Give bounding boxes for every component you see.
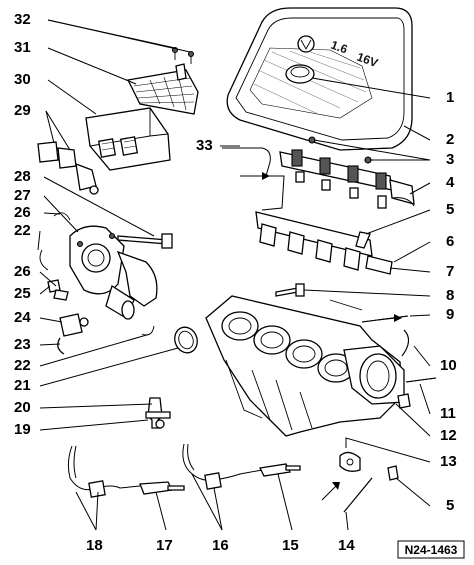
callout-25: 25 xyxy=(14,285,31,302)
callout-33: 33 xyxy=(196,137,213,154)
wiring-connectors xyxy=(37,141,99,195)
callout-18: 18 xyxy=(86,537,103,554)
bolt-5-pipe xyxy=(387,465,399,481)
callout-27: 27 xyxy=(14,187,31,204)
callout-4: 4 xyxy=(446,174,455,191)
callout-29: 29 xyxy=(14,102,31,119)
bolt-28 xyxy=(117,233,173,249)
fuel-rail-assembly xyxy=(222,147,415,275)
callout-24: 24 xyxy=(14,309,31,326)
callout-6: 6 xyxy=(446,233,454,250)
temperature-sensor xyxy=(145,397,171,429)
callout-3: 3 xyxy=(446,151,454,168)
callout-30: 30 xyxy=(14,71,31,88)
callout-22-upper: 22 xyxy=(14,222,31,239)
callout-9: 9 xyxy=(446,306,454,323)
callout-2: 2 xyxy=(446,131,454,148)
callout-14: 14 xyxy=(338,537,355,554)
pipe-14 xyxy=(339,451,373,513)
callout-26-lower: 26 xyxy=(14,263,31,280)
callout-17: 17 xyxy=(156,537,173,554)
leader-lines xyxy=(37,19,431,531)
bolt-8 xyxy=(275,283,305,297)
callout-10: 10 xyxy=(440,357,457,374)
callout-1: 1 xyxy=(446,89,454,106)
reference-code-box: N24-1463 xyxy=(397,540,465,559)
o-ring-21 xyxy=(174,326,198,354)
callout-13: 13 xyxy=(440,453,457,470)
callout-5-lower: 5 xyxy=(446,497,454,514)
gasket-rings xyxy=(39,212,155,355)
callout-11: 11 xyxy=(440,405,456,422)
callout-numbers: 32 31 30 29 28 27 26 22 26 25 24 23 22 2… xyxy=(14,11,457,554)
oxygen-sensor-2 xyxy=(182,443,301,490)
callout-21: 21 xyxy=(14,377,31,394)
coolant-flange xyxy=(69,225,158,320)
callout-23: 23 xyxy=(14,336,31,353)
small-fittings xyxy=(47,279,89,337)
intake-manifold xyxy=(205,295,405,437)
callout-15: 15 xyxy=(282,537,299,554)
valve-marking: 16V xyxy=(355,50,380,70)
callout-7: 7 xyxy=(446,263,454,280)
callout-16: 16 xyxy=(212,537,229,554)
callout-22-lower: 22 xyxy=(14,357,31,374)
callout-8: 8 xyxy=(446,287,454,304)
engine-control-unit xyxy=(85,107,171,171)
control-unit-bracket xyxy=(127,63,199,115)
callout-32: 32 xyxy=(14,11,31,28)
callout-26-upper: 26 xyxy=(14,204,31,221)
callout-5-upper: 5 xyxy=(446,201,454,218)
injector-connectors xyxy=(295,171,387,209)
callout-20: 20 xyxy=(14,399,31,416)
displacement-marking: 1.6 xyxy=(329,38,350,57)
callout-12: 12 xyxy=(440,427,457,444)
oxygen-sensor-1 xyxy=(67,445,185,498)
callout-28: 28 xyxy=(14,168,31,185)
callout-19: 19 xyxy=(14,421,31,438)
callout-31: 31 xyxy=(14,39,31,56)
reference-code: N24-1463 xyxy=(405,543,458,557)
flow-arrows xyxy=(248,172,402,501)
